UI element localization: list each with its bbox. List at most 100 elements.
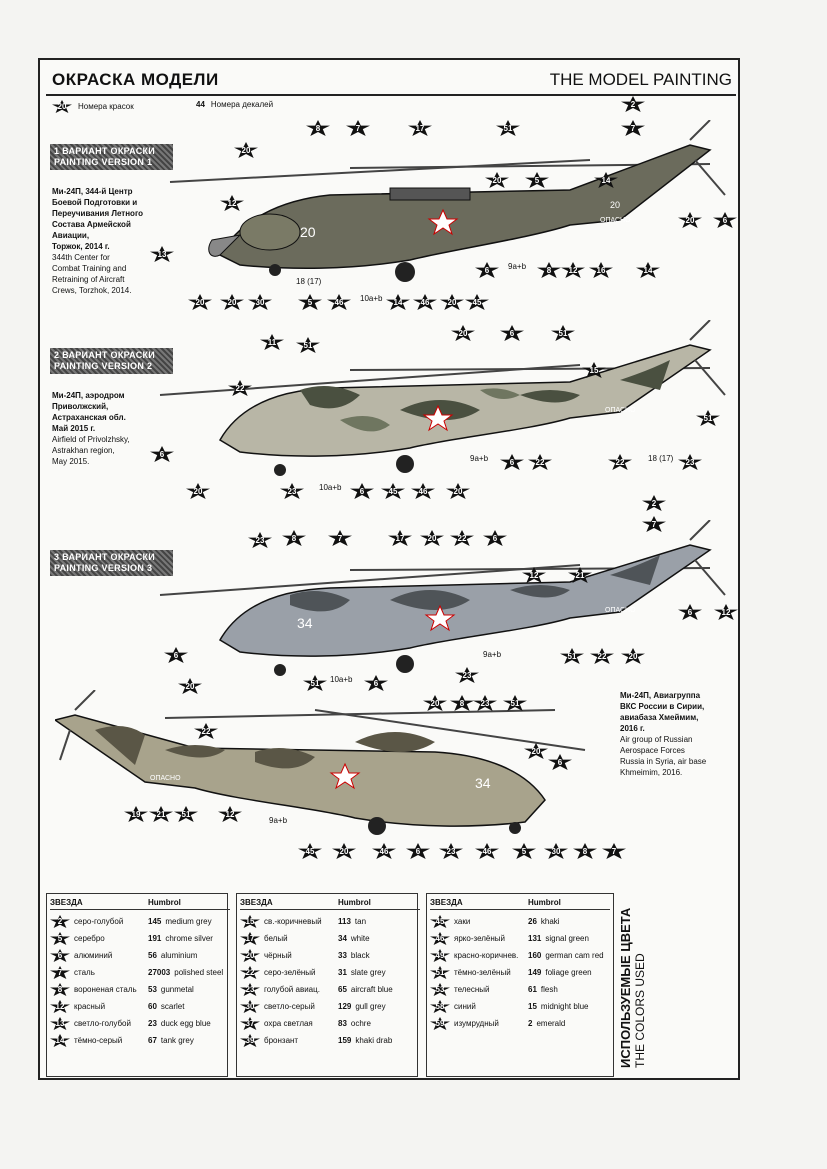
- paint-star-icon: 45: [430, 915, 450, 928]
- paint-star-icon: 30: [240, 1000, 260, 1013]
- v4-side-number: 34: [475, 775, 491, 791]
- v1-en-3: Retraining of Aircraft: [52, 275, 125, 284]
- v1-en-1: 344th Center for: [52, 253, 110, 262]
- humbrol-code: 67: [148, 1036, 157, 1045]
- colors-used-side-label: ИСПОЛЬЗУЕМЫЕ ЦВЕТА THE COLORS USED: [618, 908, 647, 1068]
- colors-table-col3: [426, 893, 614, 1077]
- humbrol-code: 149: [528, 968, 542, 977]
- v4-en-1: Air group of Russian: [620, 735, 693, 744]
- v3-danger-text: ОПАСНО: [605, 607, 636, 614]
- header-star: ЗВЕЗДА: [240, 898, 273, 907]
- color-name-ru: чёрный: [264, 951, 292, 960]
- color-name-ru: алюминий: [74, 951, 113, 960]
- color-name-en: khaki: [540, 917, 560, 926]
- v1-ru-3: Переучивания Летного: [52, 209, 144, 218]
- v2-ru-1: Ми-24П, аэродром: [52, 391, 125, 400]
- version1-banner-en: PAINTING VERSION 1: [54, 157, 153, 167]
- paint-star-icon: 8: [50, 983, 70, 996]
- version3-banner: 3 ВАРИАНТ ОКРАСКИ PAINTING VERSION 3: [50, 550, 173, 576]
- legend-decal-label: Номера декалей: [210, 100, 274, 109]
- v1-side-number: 20: [300, 224, 316, 240]
- color-name-en: polished steel: [174, 968, 224, 977]
- paint-star-icon: 20: [240, 949, 260, 962]
- color-name-ru: бронзант: [264, 1036, 299, 1045]
- paint-star-icon: 20: [52, 100, 72, 113]
- color-name-en: gull grey: [355, 1002, 386, 1011]
- color-name-en: khaki drab: [355, 1036, 393, 1045]
- paint-callout: 9a+b: [483, 650, 502, 659]
- paint-star-icon: 23: [240, 983, 260, 996]
- title-ru: ОКРАСКА МОДЕЛИ: [52, 70, 219, 89]
- paint-callout: 18 (17): [648, 454, 674, 463]
- header-humbrol: Humbrol: [528, 898, 561, 907]
- header-star: ЗВЕЗДА: [430, 898, 463, 907]
- humbrol-code: 113: [338, 917, 351, 926]
- v2-en-2: Astrakhan region,: [52, 446, 115, 455]
- v1-ru-6: Торжок, 2014 г.: [52, 242, 110, 251]
- color-name-en: aircraft blue: [350, 985, 393, 994]
- header-star: ЗВЕЗДА: [50, 898, 83, 907]
- helicopter-v1-drawing: 20 20 ОПАСНО: [169, 120, 726, 282]
- paint-star-icon: 12: [50, 1000, 70, 1013]
- version1-banner: 1 ВАРИАНТ ОКРАСКИ PAINTING VERSION 1: [50, 144, 173, 170]
- color-name-ru: св.-коричневый: [264, 917, 322, 926]
- paint-star-icon: 53: [430, 983, 450, 996]
- paint-star-icon: 51: [430, 966, 450, 979]
- v1-ru-1: Ми-24П, 344-й Центр: [52, 187, 133, 196]
- color-name-ru: серо-зелёный: [264, 968, 316, 977]
- v2-ru-2: Приволжский,: [52, 402, 109, 411]
- color-name-ru: светло-голубой: [74, 1019, 131, 1028]
- color-name-ru: голубой авиац.: [264, 985, 320, 994]
- paint-star-icon: 39: [240, 1034, 260, 1047]
- v1-ru-4: Состава Армейской: [52, 220, 131, 229]
- version2-banner-ru: 2 ВАРИАНТ ОКРАСКИ: [54, 350, 156, 360]
- v1-tail-number: 20: [610, 200, 620, 210]
- v2-ru-3: Астраханская обл.: [52, 413, 126, 422]
- humbrol-code: 160: [528, 951, 542, 960]
- humbrol-code: 65: [338, 985, 347, 994]
- paint-star-icon: 5: [50, 932, 70, 945]
- version3-banner-ru: 3 ВАРИАНТ ОКРАСКИ: [54, 552, 156, 562]
- header-humbrol: Humbrol: [338, 898, 371, 907]
- v2-ru-4: Май 2015 г.: [52, 424, 96, 433]
- v1-danger-text: ОПАСНО: [600, 217, 631, 224]
- color-name-ru: изумрудный: [454, 1019, 499, 1028]
- paint-star-icon: 2: [50, 915, 70, 928]
- colors-table-col2: [236, 893, 418, 1077]
- humbrol-code: 31: [338, 968, 347, 977]
- side-label-en: THE COLORS USED: [633, 953, 647, 1068]
- paint-callout: 9a+b: [508, 262, 527, 271]
- color-name-en: foliage green: [545, 968, 592, 977]
- color-name-ru: вороненая сталь: [74, 985, 137, 994]
- v3-side-number: 34: [297, 615, 313, 631]
- paint-star-icon: 58: [430, 1000, 450, 1013]
- color-name-en: flesh: [540, 985, 558, 994]
- version2-description: Ми-24П, аэродром Приволжский, Астраханск…: [52, 390, 162, 467]
- humbrol-code: 34: [338, 934, 347, 943]
- color-name-en: scarlet: [160, 1002, 185, 1011]
- humbrol-code: 191: [148, 934, 162, 943]
- v2-danger-text: ОПАСНО: [605, 407, 636, 414]
- v4-ru-1: Ми-24П, Авиагруппа: [620, 691, 701, 700]
- version2-banner: 2 ВАРИАНТ ОКРАСКИ PAINTING VERSION 2: [50, 348, 173, 374]
- version2-banner-en: PAINTING VERSION 2: [54, 361, 153, 371]
- color-name-ru: телесный: [454, 985, 490, 994]
- color-name-ru: тёмно-серый: [74, 1036, 123, 1045]
- humbrol-code: 145: [148, 917, 162, 926]
- paint-star-icon: 15: [240, 915, 260, 928]
- version1-banner-ru: 1 ВАРИАНТ ОКРАСКИ: [54, 146, 156, 156]
- humbrol-code: 23: [148, 1019, 157, 1028]
- color-name-ru: серо-голубой: [74, 917, 124, 926]
